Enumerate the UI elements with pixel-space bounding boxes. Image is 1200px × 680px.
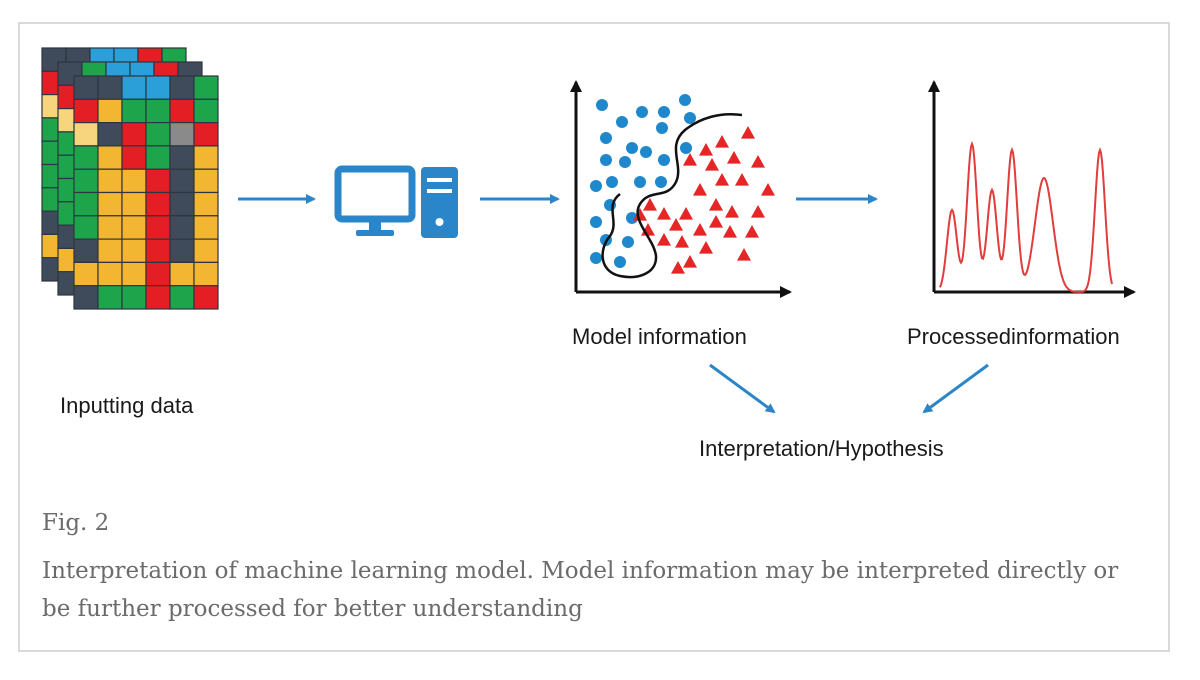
scatter-triangle bbox=[683, 255, 697, 268]
figure-caption: Interpretation of machine learning model… bbox=[42, 558, 1119, 622]
scatter-dot bbox=[600, 154, 612, 166]
processed-information-label: Processedinformation bbox=[907, 324, 1120, 349]
scatter-dot bbox=[626, 142, 638, 154]
scatter-triangle bbox=[727, 151, 741, 164]
scatter-dot bbox=[684, 112, 696, 124]
scatter-plot-icon bbox=[570, 80, 792, 298]
interpretation-label: Interpretation/Hypothesis bbox=[699, 436, 944, 461]
processed-signal-line bbox=[939, 140, 1113, 293]
scatter-triangle bbox=[671, 261, 685, 274]
scatter-triangle bbox=[735, 173, 749, 186]
scatter-triangle bbox=[699, 241, 713, 254]
data-grid-layer-3 bbox=[73, 75, 219, 310]
scatter-dot bbox=[626, 212, 638, 224]
data-grid-icon bbox=[41, 47, 219, 310]
scatter-dot bbox=[619, 156, 631, 168]
scatter-triangle bbox=[723, 225, 737, 238]
scatter-triangle bbox=[745, 225, 759, 238]
desktop-computer-icon bbox=[334, 165, 458, 238]
scatter-triangle bbox=[737, 248, 751, 261]
arrow-model-to-interpretation bbox=[709, 363, 776, 414]
scatter-triangle bbox=[709, 215, 723, 228]
scatter-dot bbox=[658, 154, 670, 166]
scatter-triangle bbox=[633, 208, 647, 221]
scatter-triangle bbox=[679, 207, 693, 220]
scatter-dot bbox=[658, 106, 670, 118]
scatter-triangle bbox=[725, 205, 739, 218]
scatter-triangle bbox=[657, 233, 671, 246]
scatter-triangle bbox=[715, 135, 729, 148]
scatter-dot bbox=[616, 116, 628, 128]
scatter-dot bbox=[640, 146, 652, 158]
scatter-dot bbox=[614, 256, 626, 268]
scatter-dot bbox=[636, 106, 648, 118]
scatter-dot bbox=[679, 94, 691, 106]
scatter-triangle bbox=[643, 198, 657, 211]
arrow-processed-to-interpretation bbox=[922, 363, 989, 414]
scatter-triangle bbox=[693, 183, 707, 196]
scatter-dot bbox=[655, 176, 667, 188]
scatter-dot bbox=[680, 142, 692, 154]
scatter-triangle bbox=[699, 143, 713, 156]
scatter-dot bbox=[622, 236, 634, 248]
scatter-triangle bbox=[669, 218, 683, 231]
figure-number: Fig. 2 bbox=[42, 510, 110, 536]
scatter-triangle bbox=[751, 205, 765, 218]
scatter-triangle bbox=[715, 173, 729, 186]
computer-tower-icon bbox=[421, 167, 458, 238]
model-information-label: Model information bbox=[572, 324, 747, 349]
scatter-triangle bbox=[709, 198, 723, 211]
scatter-dot bbox=[656, 122, 668, 134]
flow-arrows bbox=[238, 194, 989, 414]
scatter-triangle bbox=[741, 126, 755, 139]
scatter-triangle bbox=[705, 158, 719, 171]
scatter-dot bbox=[606, 176, 618, 188]
inputting-data-label: Inputting data bbox=[60, 393, 194, 418]
scatter-dot bbox=[596, 99, 608, 111]
decision-boundary bbox=[601, 113, 743, 279]
line-chart-icon bbox=[928, 80, 1136, 298]
scatter-triangle bbox=[675, 235, 689, 248]
scatter-triangle bbox=[683, 153, 697, 166]
scatter-dot bbox=[634, 176, 646, 188]
scatter-dot bbox=[590, 180, 602, 192]
scatter-dot bbox=[590, 252, 602, 264]
scatter-triangle bbox=[761, 183, 775, 196]
scatter-triangle bbox=[657, 207, 671, 220]
scatter-dot bbox=[600, 132, 612, 144]
scatter-dot bbox=[590, 216, 602, 228]
scatter-triangle bbox=[751, 155, 765, 168]
scatter-triangle bbox=[693, 223, 707, 236]
